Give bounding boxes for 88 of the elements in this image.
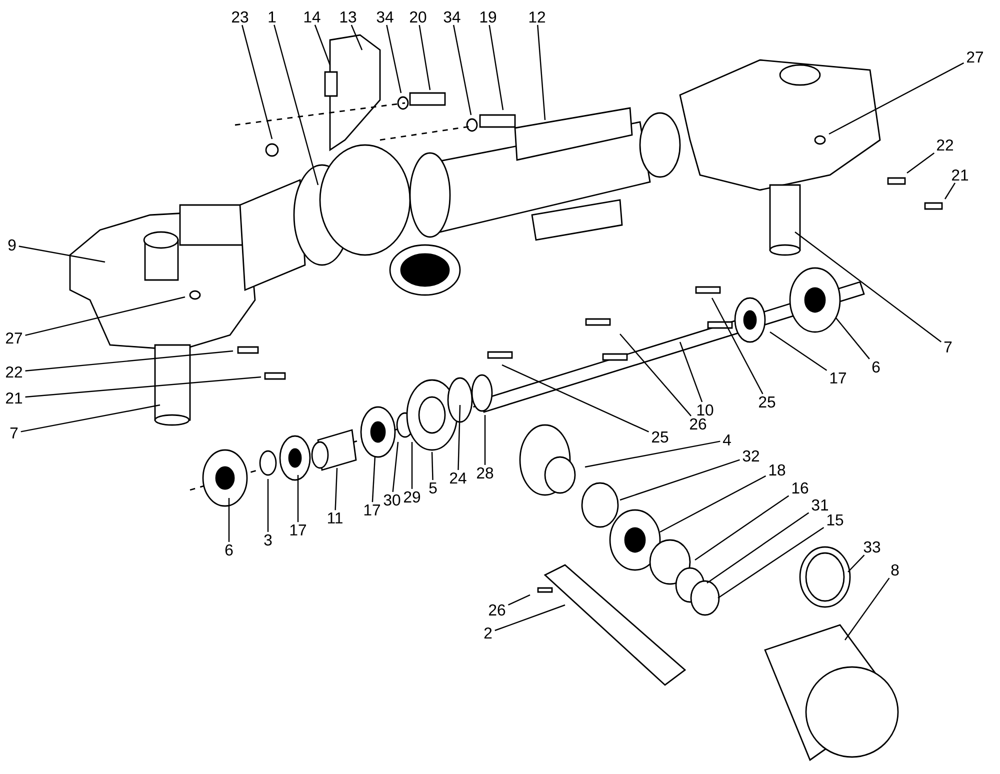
leader-line xyxy=(452,24,472,116)
callout-number: 13 xyxy=(340,11,356,23)
leader-line xyxy=(228,498,230,542)
callout-number: 17 xyxy=(830,372,846,384)
callout-number: 7 xyxy=(944,342,952,352)
leader-line xyxy=(458,404,461,470)
leader-line xyxy=(242,24,273,140)
callout-number: 30 xyxy=(384,494,400,506)
callout-number: 10 xyxy=(697,404,714,416)
callout-number: 4 xyxy=(722,434,731,446)
callout-number: 26 xyxy=(489,604,506,616)
leader-line xyxy=(770,331,828,371)
leader-line xyxy=(502,364,649,432)
callout-number: 2 xyxy=(484,627,492,639)
leader-line xyxy=(431,452,434,480)
leader-line xyxy=(694,495,790,560)
leader-line xyxy=(25,296,186,336)
leader-line xyxy=(274,24,319,186)
callout-number: 24 xyxy=(450,472,466,484)
callout-number: 17 xyxy=(364,504,380,516)
callout-number: 33 xyxy=(864,541,880,553)
leader-line xyxy=(25,376,262,398)
leader-line xyxy=(679,342,703,402)
callout-number: 6 xyxy=(225,544,233,556)
leader-line xyxy=(828,62,964,135)
callout-number: 26 xyxy=(690,418,706,430)
callout-number: 22 xyxy=(6,366,22,378)
callout-number: 18 xyxy=(769,464,786,476)
leader-line xyxy=(372,456,376,502)
leader-line xyxy=(906,152,935,174)
leader-line xyxy=(584,440,720,468)
callout-number: 28 xyxy=(477,467,494,479)
leader-line xyxy=(267,479,269,532)
callout-number: 34 xyxy=(376,11,394,23)
callout-number: 6 xyxy=(872,361,880,373)
callout-number: 15 xyxy=(827,514,844,526)
leader-line xyxy=(620,459,740,501)
callout-number: 14 xyxy=(304,12,320,22)
callout-number: 31 xyxy=(812,499,828,511)
leader-line xyxy=(334,468,338,510)
callout-number: 17 xyxy=(290,524,306,536)
callout-number: 22 xyxy=(937,139,953,151)
callout-number: 1 xyxy=(268,12,276,22)
leader-line xyxy=(944,182,956,200)
leader-line xyxy=(25,350,234,372)
leader-line xyxy=(537,24,546,120)
leader-line xyxy=(411,442,413,489)
leader-line xyxy=(711,298,764,394)
callout-number: 16 xyxy=(792,482,808,494)
callout-number: 12 xyxy=(529,11,545,23)
leader-line xyxy=(314,24,331,66)
leader-line xyxy=(18,246,106,263)
leader-line xyxy=(836,318,870,360)
leader-line xyxy=(484,415,486,465)
callout-number: 9 xyxy=(8,239,16,251)
callout-number: 3 xyxy=(264,534,272,546)
leader-line xyxy=(844,578,890,640)
callout-number: 23 xyxy=(232,11,248,23)
leader-line xyxy=(20,404,160,432)
leader-line xyxy=(620,334,692,416)
leader-line xyxy=(706,512,810,584)
callout-number: 25 xyxy=(652,431,668,443)
callout-number: 21 xyxy=(952,169,968,181)
callout-number: 27 xyxy=(6,332,22,344)
leader-line xyxy=(794,232,942,342)
leader-line xyxy=(660,475,766,533)
callout-number: 20 xyxy=(410,11,426,23)
callout-number: 8 xyxy=(891,564,899,576)
leader-line xyxy=(297,475,299,522)
leader-line xyxy=(392,442,399,492)
callout-number: 32 xyxy=(742,450,759,462)
callout-number: 5 xyxy=(429,482,437,494)
callout-number: 11 xyxy=(328,512,342,524)
callout-number: 34 xyxy=(444,11,460,23)
callout-number: 29 xyxy=(404,491,420,503)
leader-line xyxy=(718,526,824,598)
leader-line xyxy=(386,24,402,94)
leader-line xyxy=(350,24,363,50)
leader-line xyxy=(488,24,504,110)
leader-line xyxy=(494,604,566,632)
callout-number: 7 xyxy=(10,428,18,438)
callout-number: 19 xyxy=(480,11,496,23)
leader-line xyxy=(418,24,431,90)
leader-line xyxy=(508,594,530,606)
callout-number: 21 xyxy=(6,392,22,404)
leader-line xyxy=(848,554,865,572)
callout-number: 25 xyxy=(759,396,776,408)
callout-number: 27 xyxy=(967,51,983,63)
